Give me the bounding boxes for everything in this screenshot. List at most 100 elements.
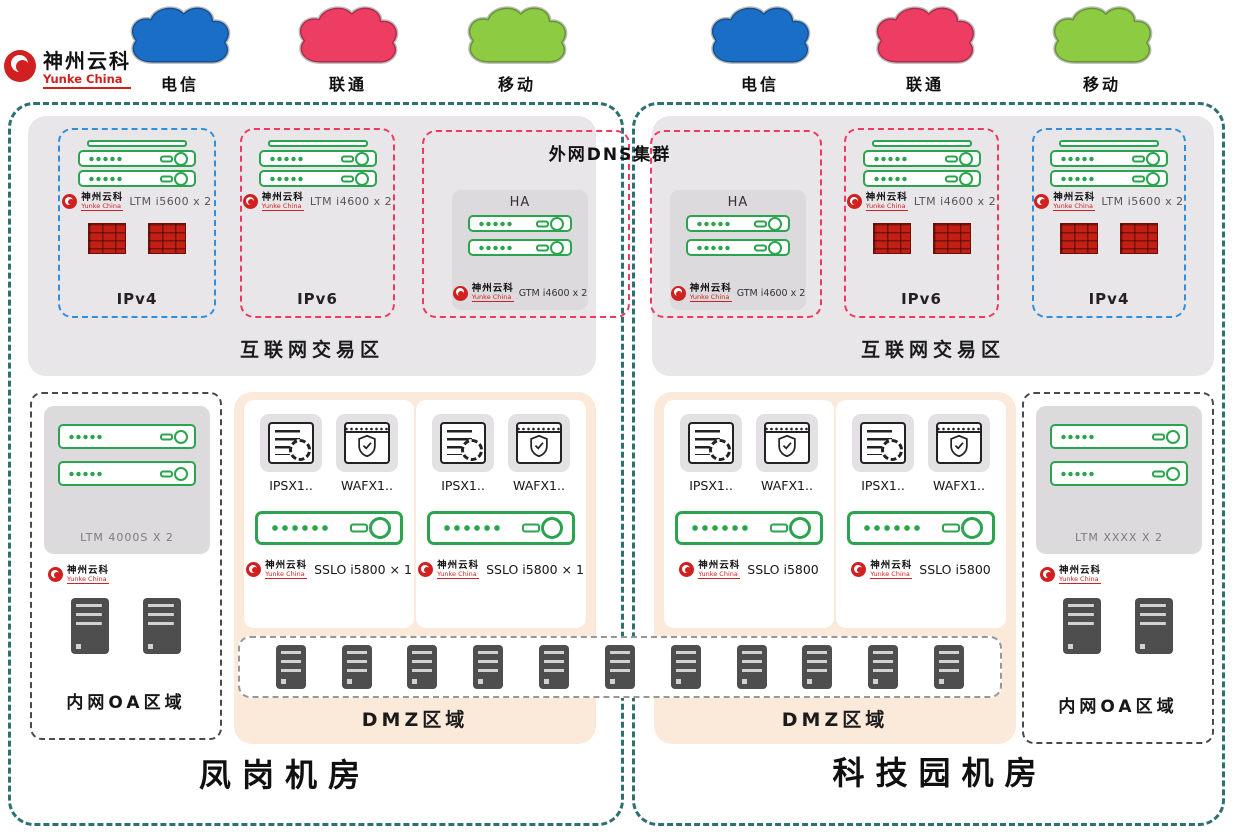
firewall-icon xyxy=(148,222,186,254)
yunke-logo-icon xyxy=(48,567,63,583)
yunke-logo-icon xyxy=(4,50,36,82)
chassis-top-icon xyxy=(871,140,972,147)
appliance-port-icon xyxy=(754,244,767,251)
waf-tile xyxy=(336,414,398,472)
yunke-logo-icon xyxy=(851,562,867,578)
security-tiles xyxy=(432,414,570,472)
server-icon xyxy=(341,645,372,689)
server-icon xyxy=(1063,598,1101,654)
shield-check-icon xyxy=(778,435,796,457)
cloud-icon xyxy=(467,6,568,64)
ltm-device-stack xyxy=(78,140,196,187)
ips-label: IPSX1.. xyxy=(861,478,905,493)
ips-icon xyxy=(440,422,486,464)
ips-tile xyxy=(260,414,322,472)
chassis-top-icon xyxy=(267,140,368,147)
isp-label: 联通 xyxy=(328,75,367,94)
ha-label: HA xyxy=(509,195,531,210)
tile-labels: IPSX1.. WAFX1.. xyxy=(680,478,818,493)
ips-icon xyxy=(860,422,906,464)
firewall-icon xyxy=(1060,222,1098,254)
dmz-zone-label: DMZ区域 xyxy=(361,709,469,731)
ips-tile xyxy=(680,414,742,472)
shield-check-icon xyxy=(950,435,968,457)
cloud-icon xyxy=(1052,6,1153,64)
brand-subtitle: Yunke China xyxy=(43,72,131,90)
appliance-port-icon xyxy=(160,470,173,477)
ipv4-label: IPv4 xyxy=(1088,290,1130,308)
ltm-device-stack xyxy=(258,140,377,187)
isp-cloud-mobile-right: 移动 xyxy=(1037,2,1167,95)
yunke-logo-icon xyxy=(452,285,468,301)
brand-name: 神州云科 xyxy=(43,49,131,73)
brand-text: 神州云科 Yunke China xyxy=(43,49,131,90)
ltm-appliance-icon xyxy=(258,150,377,167)
device-model: LTM i5600 x 2 xyxy=(129,195,212,209)
cloud-icon xyxy=(298,6,399,64)
oa-device-plate: LTM XXXX X 2 xyxy=(1036,406,1202,554)
security-tiles xyxy=(260,414,398,472)
ipv6-label: IPv6 xyxy=(297,290,338,308)
appliance-port-icon xyxy=(536,244,549,251)
device-model: SSLO i5800 × 1 xyxy=(486,562,584,578)
appliance-port-icon xyxy=(340,175,354,182)
appliance-port-icon xyxy=(770,523,788,533)
ips-label: IPSX1.. xyxy=(269,478,313,493)
server-icon xyxy=(473,645,504,689)
ltm-appliance-icon xyxy=(78,170,196,187)
oa-zone-label: 内网OA区域 xyxy=(66,693,186,713)
device-model: LTM i5600 x 2 xyxy=(1101,195,1184,209)
sslo-appliance-icon xyxy=(847,511,995,545)
firewall-icon xyxy=(932,222,971,254)
waf-label: WAFX1.. xyxy=(341,478,393,493)
appliance-port-icon xyxy=(754,220,767,227)
cloud-icon xyxy=(710,6,811,64)
server-icon xyxy=(143,598,181,654)
server-icon xyxy=(604,645,635,689)
appliance-port-icon xyxy=(160,175,173,182)
ipv4-label: IPv4 xyxy=(116,290,158,308)
datacenter-name-left: 凤岗机房 xyxy=(198,756,371,794)
device-model: LTM 4000S X 2 xyxy=(80,531,174,544)
shield-check-icon xyxy=(530,435,548,457)
ltm-appliance-icon xyxy=(58,424,196,449)
tile-labels: IPSX1.. WAFX1.. xyxy=(260,478,398,493)
ips-label: IPSX1.. xyxy=(689,478,733,493)
ltm-appliance-icon xyxy=(258,170,377,187)
yunke-logo-icon xyxy=(1040,567,1055,583)
gtm-appliance-icon xyxy=(468,239,572,256)
ltm-appliance-icon xyxy=(862,170,981,187)
ltm-appliance-icon xyxy=(862,150,981,167)
security-tiles xyxy=(852,414,990,472)
appliance-port-icon xyxy=(1152,433,1165,440)
server-icon xyxy=(670,645,701,689)
ltm-appliance-icon xyxy=(1050,461,1188,486)
firewall-row xyxy=(872,222,971,254)
ips-tile xyxy=(432,414,494,472)
server-icon xyxy=(71,598,109,654)
device-model: GTM i4600 x 2 xyxy=(518,287,588,299)
yunke-logo-icon xyxy=(1034,194,1050,210)
server-icon xyxy=(407,645,438,689)
oa-zone-label: 内网OA区域 xyxy=(1058,697,1178,717)
cloud-icon xyxy=(875,6,976,64)
datacenter-right-boundary xyxy=(632,102,1225,826)
device-model: SSLO i5800 xyxy=(747,562,819,578)
